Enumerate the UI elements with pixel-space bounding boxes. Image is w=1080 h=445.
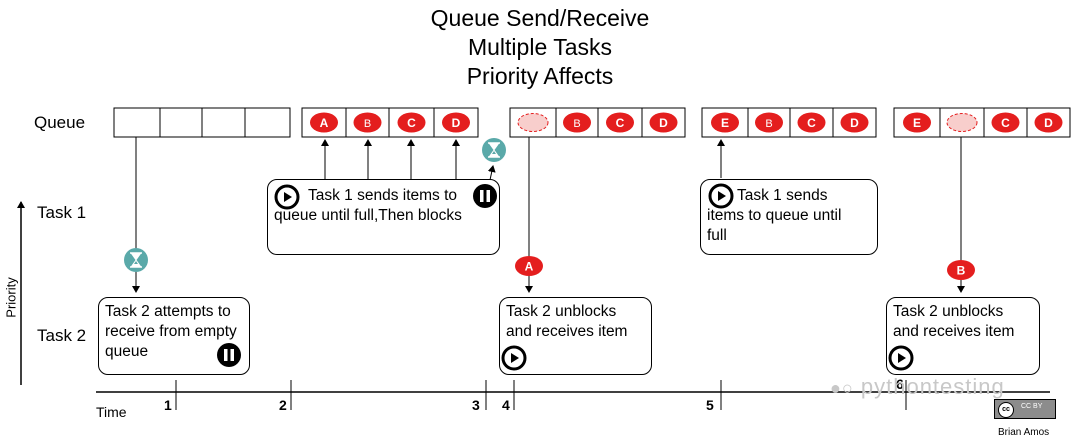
tick-label-5: 5 [706, 397, 714, 413]
queue-snapshot: B C D [509, 107, 686, 138]
cc-icon: cc [998, 402, 1014, 418]
queue-slot [113, 107, 161, 138]
queue-item-token [991, 112, 1020, 133]
task2-wait-note: Task 2 attempts to receive from empty qu… [98, 297, 250, 375]
received-item-b-label: B [957, 264, 966, 278]
queue-item-label: C [1001, 116, 1010, 130]
queue-item-token [840, 112, 869, 133]
chat-bubble-icon: ●○ [830, 378, 854, 398]
queue-item-token [649, 112, 678, 133]
queue-item-label: C [807, 116, 816, 130]
queue-item-token [711, 112, 739, 133]
task1-send-line-1: Task 1 sends [737, 187, 828, 204]
queue-item-token [353, 112, 382, 133]
task2-wait-line-3: queue [105, 343, 149, 360]
task1-send-note: Task 1 sends items to queue until full [700, 179, 878, 255]
queue-item-label: E [913, 116, 921, 130]
queue-snapshot [113, 107, 291, 138]
task2-wait-line-1: Task 2 attempts to [105, 303, 231, 320]
task2-unblock1-line-1: Task 2 unblocks [506, 303, 617, 320]
watermark-text: pythontesting [860, 374, 1005, 399]
title-line-1: Queue Send/Receive [430, 5, 650, 31]
queue-slot [159, 107, 203, 138]
task1-fill-line-1: Task 1 sends items to [308, 187, 458, 204]
queue-item-label: E [721, 116, 729, 130]
received-item-b: B [947, 260, 975, 280]
queue-item-token [442, 112, 470, 133]
task1-fill-note: Task 1 sends items to queue until full,T… [267, 179, 500, 255]
task2-unblock2-line-2: and receives item [893, 323, 1015, 340]
task1-fill-line-2: queue until full,Then blocks [274, 207, 462, 224]
queue-snapshot: A B C D [301, 107, 479, 138]
queue-item-token [310, 112, 338, 133]
tick-label-2: 2 [279, 397, 287, 413]
task2-unblock-note-1: Task 2 unblocks and receives item [499, 297, 652, 375]
task2-unblock2-line-1: Task 2 unblocks [893, 303, 1004, 320]
queue-slot [201, 107, 246, 138]
queue-item-label: C [616, 116, 625, 130]
hourglass-icon [482, 138, 506, 162]
removed-item-placeholder [946, 113, 978, 132]
queue-item-token [755, 112, 783, 133]
cc-license-badge: cc CC BY [994, 399, 1056, 419]
tick-label-4: 4 [502, 397, 510, 413]
lane-label-task1: Task 1 [37, 203, 87, 222]
author-credit: Brian Amos [998, 427, 1050, 438]
queue-item-token [1034, 112, 1063, 133]
queue-item-label: A [320, 116, 329, 130]
tick-label-1: 1 [164, 397, 172, 413]
tick-label-3: 3 [472, 397, 480, 413]
hourglass-icon [124, 248, 148, 272]
cc-license-text: CC BY [1021, 403, 1043, 410]
queue-item-token [606, 112, 634, 133]
received-item-a-label: A [525, 260, 534, 274]
queue-item-label: D [1044, 116, 1053, 130]
queue-item-label: B [573, 118, 580, 130]
title-line-3: Priority Affects [466, 63, 614, 89]
queue-slot [244, 107, 291, 138]
watermark: ●○ pythontesting [830, 374, 1005, 400]
diagram-title: Queue Send/Receive Multiple Tasks Priori… [0, 4, 1080, 91]
time-ticks [175, 380, 907, 410]
queue-item-token [797, 112, 826, 133]
queue-item-label: D [850, 116, 859, 130]
title-line-2: Multiple Tasks [467, 34, 613, 60]
queue-item-label: B [765, 118, 772, 130]
queue-item-token [397, 112, 426, 133]
lane-label-queue: Queue [34, 113, 86, 132]
queue-item-label: C [407, 116, 416, 130]
task1-send-line-3: full [707, 227, 727, 244]
queue-item-label: D [659, 116, 668, 130]
received-item-a: A [515, 256, 543, 276]
removed-item-placeholder [517, 113, 549, 132]
queue-item-label: D [452, 116, 461, 130]
tick-label-6: 6 [896, 376, 904, 392]
queue-item-token [903, 112, 931, 133]
task2-wait-line-2: receive from empty [105, 323, 237, 340]
arrow-task1-blocked [487, 165, 496, 181]
lane-label-task2: Task 2 [37, 326, 87, 345]
task2-unblock1-line-2: and receives item [506, 323, 628, 340]
time-axis-label: Time [96, 404, 127, 420]
task2-unblock-note-2: Task 2 unblocks and receives item [886, 297, 1040, 375]
task1-send-line-2: items to queue until [707, 207, 842, 224]
queue-item-label: B [364, 118, 371, 130]
queue-item-token [563, 112, 591, 133]
